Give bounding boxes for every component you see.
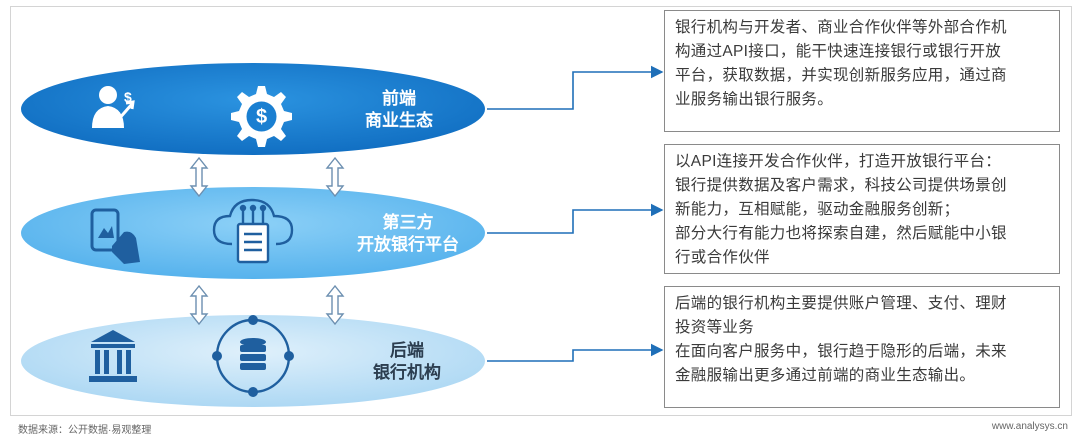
description-line: 行或合作伙伴 bbox=[675, 249, 770, 266]
description-box-front-end: 银行机构与开发者、商业合作伙伴等外部合作机 构通过API接口，能干快速连接银行或… bbox=[664, 10, 1060, 132]
double-arrow-icon bbox=[189, 156, 209, 198]
description-line: 银行提供数据及客户需求，科技公司提供场景创 bbox=[675, 177, 1007, 194]
layer-subtitle: 银行机构 bbox=[373, 363, 441, 382]
svg-text:$: $ bbox=[124, 89, 132, 105]
description-line: 后端的银行机构主要提供账户管理、支付、理财 bbox=[675, 295, 1007, 312]
description-line: 在面向客户服务中，银行趋于隐形的后端，未来 bbox=[675, 343, 1007, 360]
description-line: 业服务输出银行服务。 bbox=[675, 91, 834, 108]
description-line: 投资等业务 bbox=[675, 319, 755, 336]
svg-text:$: $ bbox=[256, 106, 267, 128]
layer-title: 后端 bbox=[390, 341, 424, 360]
data-source-note: 数据来源：公开数据·易观整理 bbox=[18, 425, 152, 436]
description-box-back-end: 后端的银行机构主要提供账户管理、支付、理财 投资等业务 在面向客户服务中，银行趋… bbox=[664, 286, 1060, 408]
connector-arrow-1 bbox=[487, 65, 664, 110]
layer-label-platform: 第三方 开放银行平台 bbox=[346, 212, 470, 256]
description-line: 金融服输出更多通过前端的商业生态输出。 bbox=[675, 367, 976, 384]
layer-label-front-end: 前端 商业生态 bbox=[354, 88, 444, 132]
database-network-icon bbox=[212, 315, 294, 397]
description-line: 构通过API接口，能干快速连接银行或银行开放 bbox=[675, 43, 1002, 60]
description-line: 银行机构与开发者、商业合作伙伴等外部合作机 bbox=[675, 19, 1007, 36]
website-url: www.analysys.cn bbox=[991, 421, 1068, 432]
mobile-phone-hand-icon bbox=[90, 208, 140, 264]
double-arrow-icon bbox=[325, 284, 345, 326]
description-line: 以API连接开发合作伙伴，打造开放银行平台： bbox=[675, 153, 1002, 170]
description-line: 平台，获取数据，并实现创新服务应用，通过商 bbox=[675, 67, 1007, 84]
double-arrow-icon bbox=[325, 156, 345, 198]
businessman-growth-icon: $ bbox=[92, 86, 135, 128]
description-box-platform: 以API连接开发合作伙伴，打造开放银行平台： 银行提供数据及客户需求，科技公司提… bbox=[664, 144, 1060, 274]
layer-label-back-end: 后端 银行机构 bbox=[362, 340, 452, 384]
bank-building-icon bbox=[89, 330, 137, 382]
connector-arrow-2 bbox=[487, 203, 664, 234]
dollar-gear-icon: $ bbox=[231, 86, 292, 147]
layer-subtitle: 商业生态 bbox=[365, 111, 433, 130]
layer-title: 前端 bbox=[382, 89, 416, 108]
double-arrow-icon bbox=[189, 284, 209, 326]
connector-arrow-3 bbox=[487, 343, 664, 362]
description-line: 部分大行有能力也将探索自建，然后赋能中小银 bbox=[675, 225, 1007, 242]
layer-title: 第三方 bbox=[382, 213, 434, 232]
layer-subtitle: 开放银行平台 bbox=[357, 235, 459, 254]
cloud-chip-icon bbox=[212, 198, 294, 264]
description-line: 新能力，互相赋能，驱动金融服务创新； bbox=[675, 201, 960, 218]
figure-frame bbox=[10, 6, 1072, 416]
